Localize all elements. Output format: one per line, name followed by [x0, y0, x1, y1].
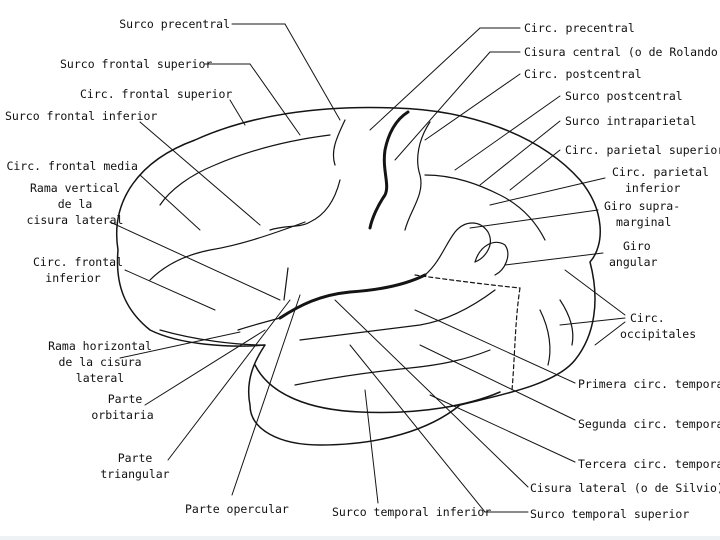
label-circ-occipitales-1: Circ.	[630, 311, 665, 325]
inferior-temporal-sulcus	[294, 349, 491, 386]
label-surco-intraparietal: Surco intraparietal	[565, 114, 697, 128]
label-segunda-circ-temporal: Segunda circ. temporal	[578, 417, 720, 431]
label-circ-postcentral: Circ. postcentral	[524, 67, 642, 81]
label-parte-orbitaria-1: Parte	[107, 392, 143, 406]
label-parte-opercular: Parte opercular	[185, 502, 289, 516]
label-circ-precentral: Circ. precentral	[524, 21, 635, 35]
label-parte-triangular-2: triangular	[100, 467, 170, 481]
horizontal-ramus	[237, 317, 281, 331]
bottom-edge	[0, 536, 720, 540]
supramarginal-gyrus	[424, 222, 491, 276]
temporal-lower-edge	[254, 364, 501, 414]
label-circ-parietal-inferior-2: inferior	[625, 181, 681, 195]
label-circ-parietal-inferior-1: Circ. parietal	[612, 165, 709, 179]
precentral-sulcus	[269, 119, 346, 231]
brain-outline	[116, 106, 601, 446]
label-giro-angular-1: Giro	[623, 239, 651, 253]
label-giro-supramarginal-2: marginal	[616, 215, 672, 229]
ascending-ramus	[283, 267, 289, 301]
label-circ-parietal-superior: Circ. parietal superior	[565, 143, 720, 157]
inferior-frontal-sulcus	[149, 221, 306, 281]
label-rama-vertical-3: cisura lateral	[26, 213, 124, 227]
lateral-sulcus	[278, 273, 427, 320]
label-surco-postcentral: Surco postcentral	[565, 89, 683, 103]
label-circ-frontal-media: Circ. frontal media	[6, 159, 138, 173]
superior-frontal-sulcus	[159, 134, 331, 206]
central-sulcus	[368, 110, 410, 230]
label-parte-triangular-1: Parte	[117, 451, 153, 465]
label-circ-frontal-superior: Circ. frontal superior	[80, 87, 233, 101]
label-surco-precentral: Surco precentral	[119, 17, 230, 31]
left-leader-lines	[109, 23, 379, 504]
superior-temporal-sulcus	[299, 289, 496, 341]
label-rama-vertical-1: Rama vertical	[29, 181, 120, 195]
label-rama-horizontal-3: lateral	[75, 371, 125, 385]
occipital-boundary	[414, 274, 521, 391]
orbital-edge	[159, 329, 266, 346]
intraparietal-sulcus	[424, 174, 546, 241]
occipital-sulci	[539, 299, 574, 366]
label-rama-vertical-2: de la	[57, 197, 93, 211]
label-giro-angular-2: angular	[609, 255, 658, 269]
label-circ-frontal-inferior-1: Circ. frontal	[32, 255, 123, 269]
label-circ-frontal-inferior-2: inferior	[45, 271, 101, 285]
right-leader-lines	[334, 27, 626, 513]
label-surco-temporal-superior: Surco temporal superior	[530, 507, 690, 521]
label-surco-temporal-inferior: Surco temporal inferior	[332, 505, 492, 519]
label-rama-horizontal-2: de la cisura	[58, 355, 142, 369]
label-giro-supramarginal-1: Giro supra-	[604, 199, 681, 213]
label-tercera-circ-temporal: Tercera circ. temporal	[578, 457, 720, 471]
label-cisura-central: Cisura central (o de Rolando)	[524, 45, 720, 59]
postcentral-sulcus	[404, 121, 431, 231]
label-primera-circ-temporal: Primera circ. temporal	[578, 377, 720, 391]
label-circ-occipitales-2: occipitales	[620, 327, 697, 341]
label-surco-frontal-superior: Surco frontal superior	[60, 57, 213, 71]
label-cisura-lateral: Cisura lateral (o de Silvio)	[530, 481, 720, 495]
label-rama-horizontal-1: Rama horizontal	[48, 339, 152, 353]
label-surco-frontal-inferior: Surco frontal inferior	[5, 109, 158, 123]
label-parte-orbitaria-2: orbitaria	[91, 408, 154, 422]
angular-gyrus	[474, 241, 509, 276]
